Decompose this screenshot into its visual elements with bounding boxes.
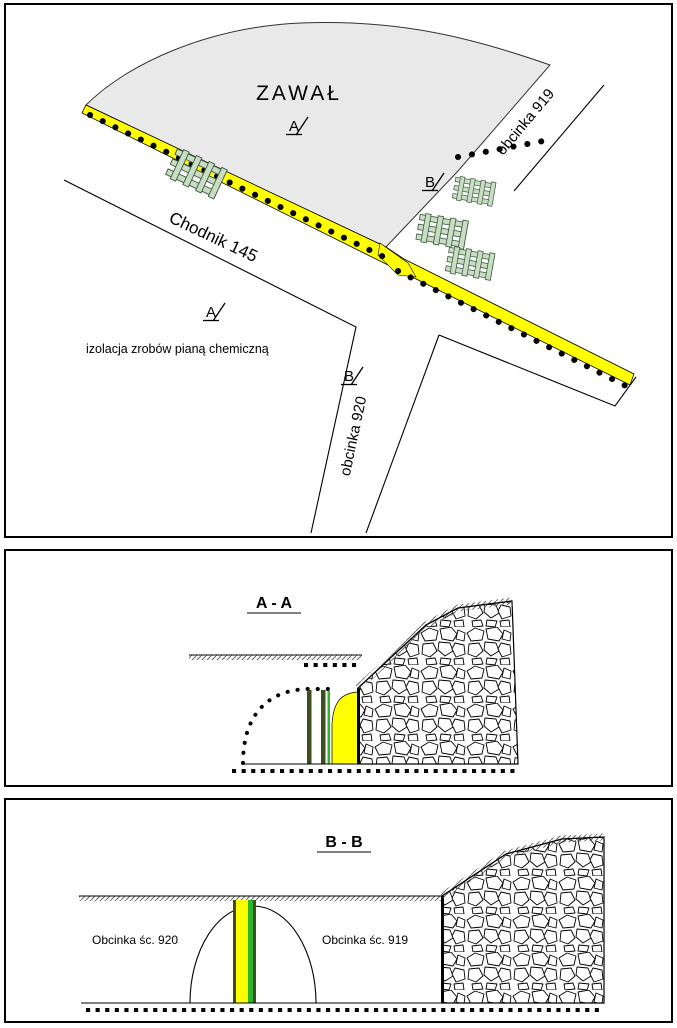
timber-post: [307, 690, 312, 764]
green-stripe: [248, 900, 253, 1003]
section-marker-a: A: [286, 116, 309, 136]
section-marker-b: B: [341, 366, 364, 386]
gob-rubble: [441, 836, 605, 1004]
support-dots-right: [395, 268, 631, 390]
roof-hatch-band: [79, 896, 442, 901]
zawal-label: ZAWAŁ: [256, 82, 342, 105]
svg-text:B: B: [425, 174, 435, 191]
foam-yellow-area: [331, 691, 359, 765]
section-marker-a: A: [203, 302, 226, 322]
timber-crib: [444, 245, 496, 281]
timber-crib: [415, 212, 469, 250]
plan-view-panel: ZAWAŁ Chodnik 145 izolacja zrobów pianą …: [4, 3, 673, 538]
timber-post: [253, 900, 256, 1003]
obcinka-919-section-label: Obcinka śc. 919: [322, 933, 408, 947]
svg-text:A: A: [206, 304, 216, 321]
section-aa-title: A - A: [256, 595, 293, 612]
gob-area: [85, 22, 551, 248]
roof-hatch-band: [189, 655, 362, 660]
section-aa-panel: A - A: [4, 549, 673, 787]
timber-post: [233, 900, 236, 1003]
gob-rubble: [357, 600, 519, 765]
izolacja-label: izolacja zrobów pianą chemiczną: [86, 342, 269, 356]
slope-line: [441, 836, 605, 897]
obcinka-920-section-label: Obcinka śc. 920: [92, 933, 178, 947]
section-bb-title: B - B: [325, 834, 362, 851]
section-bb-panel: B - B Obcinka śc. 920 Obcinka śc. 919: [4, 798, 673, 1023]
arch-dotted-outline: [241, 687, 332, 765]
chodnik-label: Chodnik 145: [166, 208, 260, 266]
green-stripe: [327, 691, 330, 764]
corridor-bottom-line: [438, 334, 637, 407]
chodnik-boundary-line: [63, 179, 357, 534]
obcinka-919-right-line: [513, 84, 605, 192]
svg-text:B: B: [344, 368, 354, 385]
foam-yellow-stripe: [236, 900, 248, 1003]
obcinka-920-label: obcinka 920: [337, 395, 370, 478]
gallery-bend-fill: [377, 242, 417, 278]
support-dots-obcinka919: [455, 136, 557, 160]
obcinka-920-right-line: [365, 334, 440, 534]
slope-line: [357, 600, 513, 689]
section-marker-b: B: [422, 172, 445, 192]
svg-text:A: A: [289, 118, 299, 135]
timber-crib: [451, 175, 497, 207]
support-dots-diagonal: [87, 112, 387, 260]
timber-post: [321, 690, 326, 764]
